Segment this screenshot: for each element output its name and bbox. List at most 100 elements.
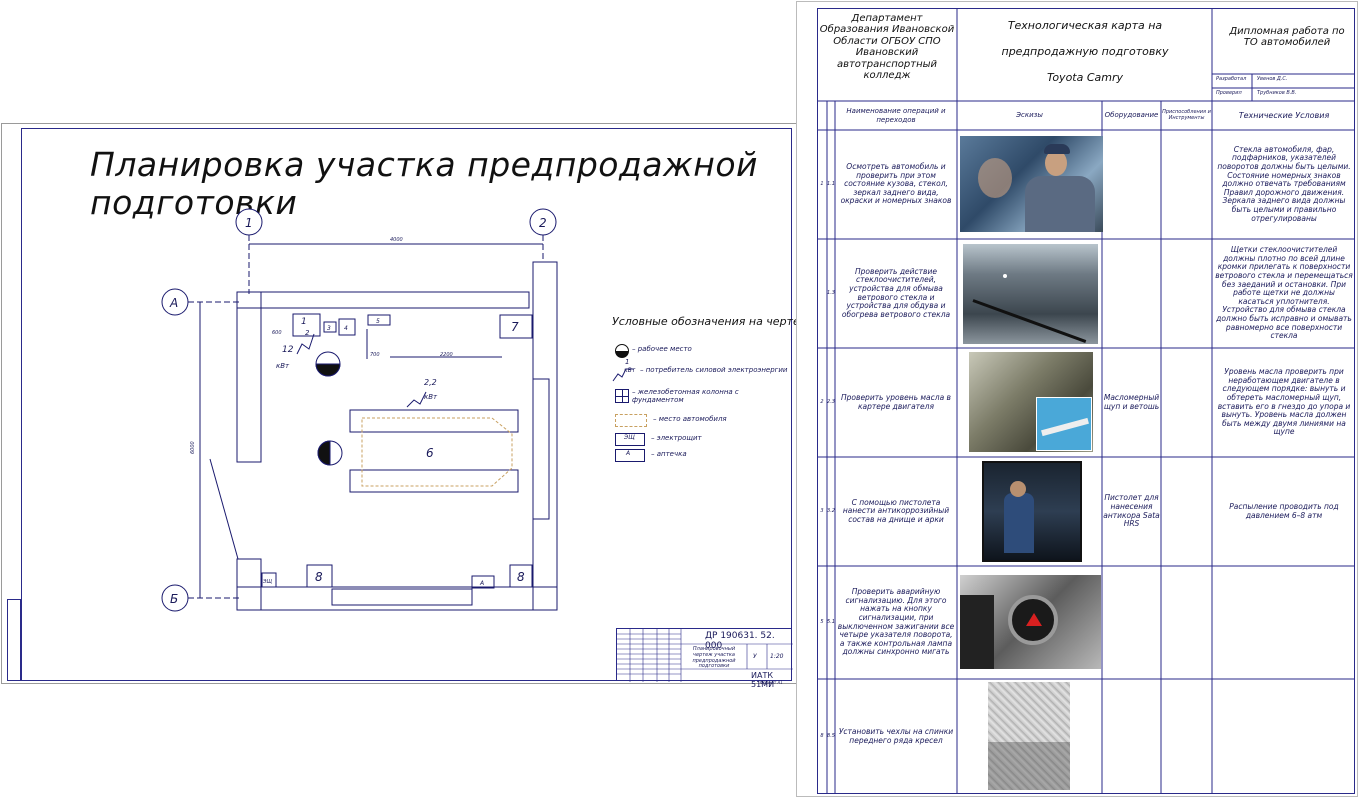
checked-name: Трубников В.В. [1257, 90, 1297, 96]
car-place-icon [615, 414, 647, 427]
row-conditions [1215, 681, 1353, 792]
axis-label-2: 2 [539, 216, 547, 230]
col-conditions: Технические Условия [1238, 110, 1330, 120]
row-sub-num: 2.3 [827, 398, 835, 405]
legend-label: – аптечка [651, 450, 687, 458]
photo-dipstick [969, 352, 1093, 452]
dim-top: 4000 [390, 237, 403, 243]
power-22: 2,2 [424, 378, 437, 387]
first-aid-icon: А [615, 449, 645, 462]
card-title-line-1: Технологическая карта на [1007, 18, 1163, 32]
developed-label: Разработал [1216, 76, 1247, 82]
doc-code: ДР 190631. 52. 000 [705, 631, 775, 652]
power-22-unit: кВт [424, 393, 438, 401]
equip-6: 6 [426, 446, 434, 460]
scale: 1:20 [770, 653, 784, 660]
row-operation: Осмотреть автомобиль и проверить при это… [840, 161, 952, 206]
drawing-title: Планировка участка предпродажной подгото… [90, 145, 758, 222]
power-12-unit: кВт [276, 362, 290, 370]
drawing-name: Планировочный чертеж участка предпродажн… [692, 646, 736, 670]
row-num: 8 [820, 732, 824, 739]
legend-item: – рабочее место [615, 344, 790, 358]
tech-card-sheet: Департамент Образования Ивановской Облас… [796, 1, 1358, 797]
legend-item: 1 кВт – потребитель силовой электроэнерг… [612, 358, 788, 384]
row-equipment: Масломерный щуп и ветошь [1103, 392, 1160, 411]
photo-inspection [960, 136, 1103, 232]
photo-hazard [960, 575, 1101, 669]
dim-small-b: 700 [370, 352, 380, 358]
row-operation: Установить чехлы на спинки переднего ряд… [838, 726, 954, 745]
row-sub-num: 8.5 [827, 732, 835, 739]
stage: У [753, 653, 757, 660]
legend-sym-text: А [626, 450, 631, 457]
legend-label: – рабочее место [632, 345, 692, 353]
column-icon [615, 389, 629, 403]
axis-label-a: А [169, 296, 178, 310]
legend-label: – железобетонная колонна с фундаментом [632, 388, 739, 405]
equip-first-aid: А [479, 580, 484, 587]
card-car-model: Toyota Camry [1046, 70, 1124, 84]
row-num: 2 [820, 398, 824, 405]
legend-sym-unit: кВт [624, 367, 636, 374]
row-conditions [1215, 568, 1353, 677]
developed-name: Увенов Д.С. [1257, 76, 1288, 82]
org: ИАТК 51МИ [751, 671, 775, 690]
layout-drawing-sheet: Планировка участка предпродажной подгото… [1, 123, 820, 689]
equip-panel: ЭЩ [262, 579, 272, 585]
row-operation: Проверить аварийную сигнализацию. Для эт… [837, 587, 955, 657]
title-block: ДР 190631. 52. 000 Планировочный чертеж … [616, 628, 793, 689]
equip-4: 4 [344, 325, 348, 332]
legend-item: ЭЩ – электрощит [615, 433, 790, 447]
legend-sym-value: 1 [625, 358, 630, 366]
legend-item: – место автомобиля [615, 414, 790, 428]
institution-name: Департамент Образования Ивановской Облас… [819, 12, 955, 82]
row-sub-num: 1.3 [827, 289, 835, 296]
tech-card-frame [817, 8, 1355, 794]
row-conditions: Щетки стеклоочистителей должны плотно по… [1215, 245, 1353, 341]
row-num: 5 [820, 618, 824, 625]
dim-small-a: 600 [272, 330, 282, 336]
equip-7: 7 [511, 320, 519, 334]
row-conditions: Распыление проводить под давлением 6–8 а… [1229, 501, 1339, 520]
axis-label-1: 1 [245, 216, 253, 230]
equip-2: 2 [305, 329, 310, 337]
row-operation: Проверить уровень масла в картере двигат… [841, 392, 951, 411]
equip-3: 3 [327, 325, 331, 332]
row-equipment: Пистолет для нанесения антикора Sata HRS [1103, 493, 1160, 529]
margin-stamp [7, 599, 21, 681]
row-sub-num: 5.1 [827, 618, 835, 625]
equip-8a: 8 [315, 570, 323, 584]
power-12: 12 [282, 345, 294, 355]
equip-5: 5 [376, 318, 380, 325]
half-circle-icon [615, 344, 629, 358]
equip-8b: 8 [517, 570, 525, 584]
row-operation: С помощью пистолета нанести антикоррозий… [842, 497, 950, 524]
legend-label: – электрощит [651, 434, 702, 442]
row-operation: Проверить действие стеклоочистителей, ус… [841, 266, 951, 319]
power-consumer-icon [612, 366, 634, 382]
dim-left: 6000 [190, 441, 196, 454]
axis-label-b: Б [170, 592, 178, 606]
legend: Условные обозначения на чертеже: – рабоч… [612, 315, 820, 462]
col-operation: Наименование операций и переходов [846, 107, 946, 124]
work-title: Дипломная работа по ТО автомобилей [1229, 25, 1345, 49]
legend-sym-text: ЭЩ [624, 434, 635, 441]
legend-label: – потребитель силовой электроэнергии [640, 366, 788, 374]
legend-label: – место автомобиля [653, 415, 727, 423]
photo-seat-cover [988, 682, 1070, 790]
card-title-line-2: предпродажную подготовку [1001, 44, 1169, 58]
col-sketch: Эскизы [1016, 111, 1043, 120]
row-num: 3 [820, 507, 824, 514]
dim-small-c: 2200 [440, 352, 453, 358]
row-conditions: Уровень масла проверить при неработающем… [1217, 367, 1351, 437]
drawing-frame [21, 128, 792, 681]
row-conditions: Стекла автомобиля, фар, подфарников, ука… [1217, 144, 1351, 223]
photo-wiper [963, 244, 1098, 344]
col-tools: Приспособления и Инструменты [1162, 108, 1211, 121]
row-sub-num: 1.1 [827, 180, 835, 187]
tech-card-grid [817, 8, 1355, 794]
photo-underbody [982, 461, 1082, 562]
panel-icon: ЭЩ [615, 433, 645, 446]
col-equipment: Оборудование [1104, 111, 1159, 120]
equip-1: 1 [301, 317, 307, 327]
